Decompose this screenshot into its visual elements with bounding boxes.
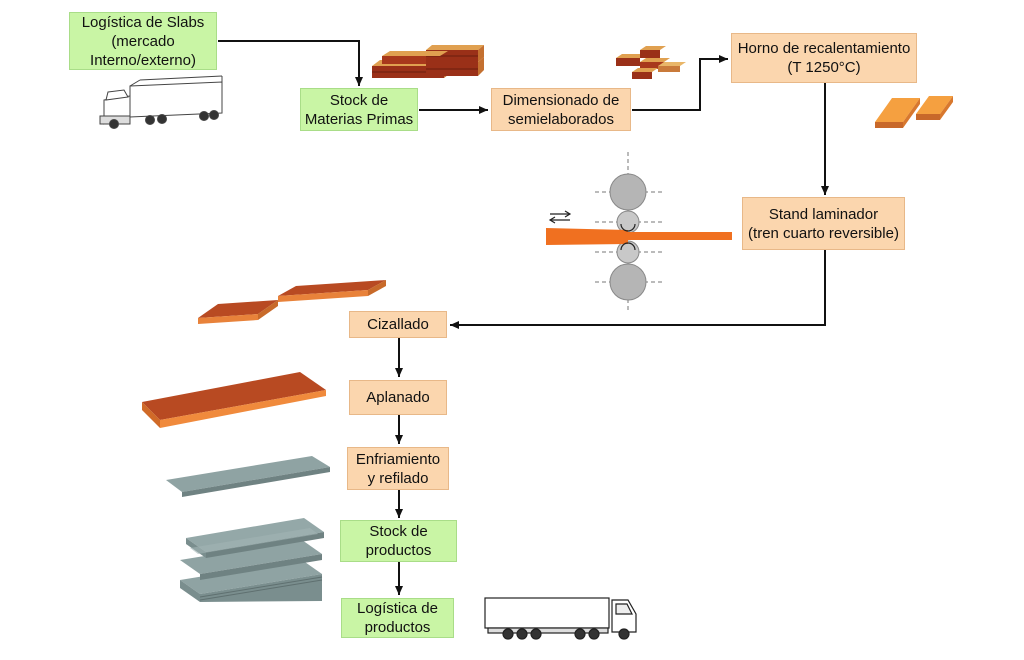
step-cizallado-line1: Cizallado [367, 316, 429, 333]
step-horno-line1: Horno de recalentamiento [737, 40, 911, 57]
arrow-stand-to-cizallado [450, 250, 826, 329]
step-dimensionado: Dimensionado de semielaborados [491, 88, 631, 131]
cut-slabs-icon [616, 46, 686, 79]
step-logistica-slabs-line3: Interno/externo) [90, 51, 196, 69]
step-stand-laminador: Stand laminador (tren cuarto reversible) [742, 197, 905, 250]
cooled-plate-icon [166, 456, 330, 497]
step-logistica-productos-line1: Logística de [357, 600, 438, 617]
step-stand-line1: Stand laminador [768, 205, 879, 223]
truck-icon-bottom [484, 597, 637, 640]
step-aplanado-line1: Aplanado [366, 389, 430, 406]
arrow-logistica-to-stock [218, 40, 363, 86]
sheared-plates-icon [198, 280, 386, 324]
step-aplanado: Aplanado [349, 380, 447, 415]
truck-icon-top [99, 75, 223, 129]
step-horno-recalentamiento: Horno de recalentamiento (T 1250°C) [731, 33, 917, 83]
step-enfriamiento: Enfriamiento y refilado [347, 447, 449, 490]
heated-slabs-icon [875, 96, 953, 128]
step-logistica-slabs: Logística de Slabs (mercado Interno/exte… [69, 12, 217, 70]
step-logistica-productos: Logística de productos [341, 598, 454, 638]
flow-arrows [218, 40, 829, 595]
step-dimensionado-line2: semielaborados [508, 110, 614, 128]
step-horno-line2: (T 1250°C) [787, 59, 861, 76]
step-enfriamiento-line2: y refilado [367, 469, 429, 487]
step-logistica-productos-line2: productos [364, 619, 431, 636]
step-stock-productos-line2: productos [365, 542, 432, 559]
flat-plate-icon [142, 372, 326, 428]
step-stock-productos: Stock de productos [340, 520, 457, 562]
step-dimensionado-line1: Dimensionado de [502, 91, 620, 109]
arrow-dimensionado-to-horno [632, 55, 728, 111]
step-stock-productos-line1: Stock de [369, 523, 428, 540]
step-stock-mp-line2: Materias Primas [304, 110, 414, 128]
step-cizallado: Cizallado [349, 311, 447, 338]
step-enfriamiento-line1: Enfriamiento [355, 450, 441, 468]
rolling-mill-icon [546, 152, 732, 312]
step-stand-line2: (tren cuarto reversible) [748, 224, 899, 242]
step-stock-mp-line1: Stock de [329, 91, 389, 109]
product-stack-icon [180, 518, 324, 602]
step-logistica-slabs-line1: Logística de Slabs [81, 13, 205, 31]
slab-stack-icon [372, 45, 484, 78]
step-logistica-slabs-line2: (mercado [111, 32, 175, 50]
step-stock-materias-primas: Stock de Materias Primas [300, 88, 418, 131]
